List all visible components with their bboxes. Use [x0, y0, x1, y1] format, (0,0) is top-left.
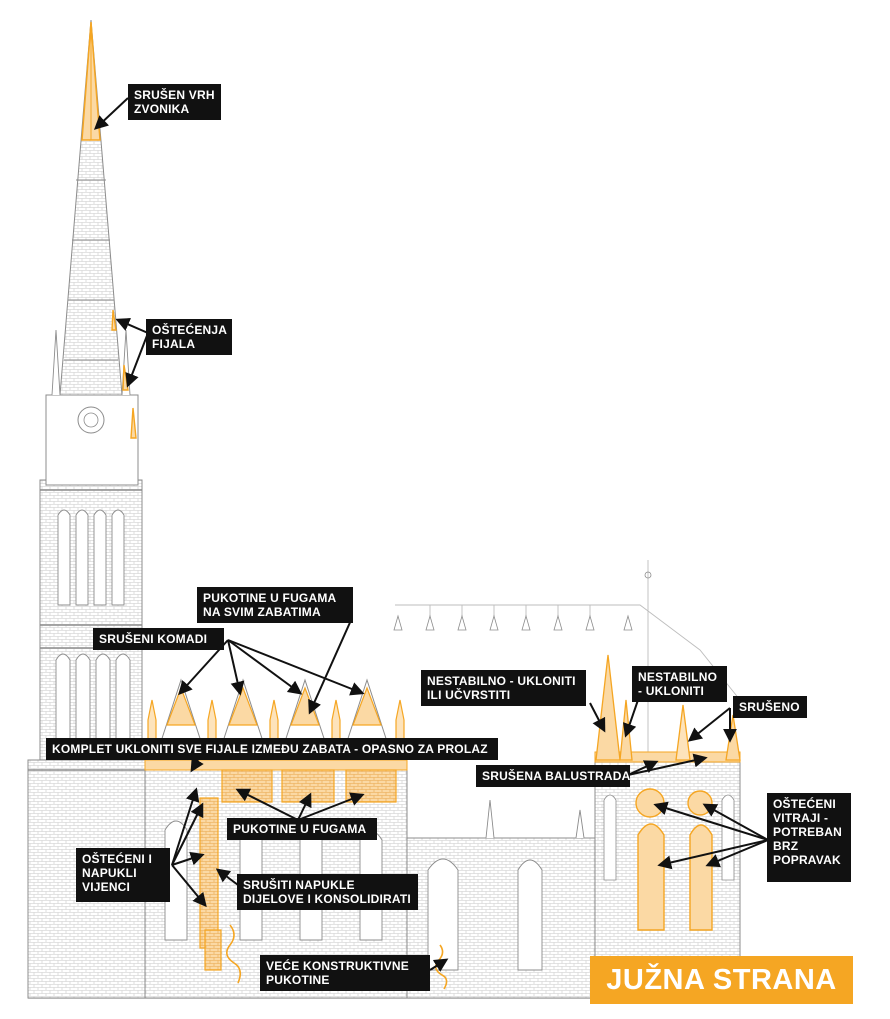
label-remove-all-pinnacles: KOMPLET UKLONITI SVE FIJALE IZMEĐU ZABAT…	[46, 738, 498, 760]
label-unstable-remove-or-secure: NESTABILNO - UKLONITI ILI UČVRSTITI	[421, 670, 586, 706]
south-side-badge: JUŽNA STRANA	[590, 956, 853, 1004]
label-joint-cracks: PUKOTINE U FUGAMA	[227, 818, 377, 840]
label-damaged-stained-glass: OŠTEĆENI VITRAJI - POTREBAN BRZ POPRAVAK	[767, 793, 851, 882]
label-damaged-pinnacles: OŠTEĆENJA FIJALA	[146, 319, 232, 355]
label-unstable-remove: NESTABILNO - UKLONITI	[632, 666, 727, 702]
label-collapsed-pieces: SRUŠENI KOMADI	[93, 628, 224, 650]
label-collapsed-balustrade: SRUŠENA BALUSTRADA	[476, 765, 630, 787]
label-collapsed: SRUŠENO	[733, 696, 807, 718]
label-major-structural-cracks: VEĆE KONSTRUKTIVNE PUKOTINE	[260, 955, 430, 991]
label-demolish-and-consolidate: SRUŠITI NAPUKLE DIJELOVE I KONSOLIDIRATI	[237, 874, 418, 910]
label-collapsed-spire-tip: SRUŠEN VRH ZVONIKA	[128, 84, 221, 120]
damaged-stained-glass	[637, 823, 713, 931]
label-damaged-cornices: OŠTEĆENI I NAPUKLI VIJENCI	[76, 848, 170, 902]
label-gable-joint-cracks: PUKOTINE U FUGAMA NA SVIM ZABATIMA	[197, 587, 353, 623]
